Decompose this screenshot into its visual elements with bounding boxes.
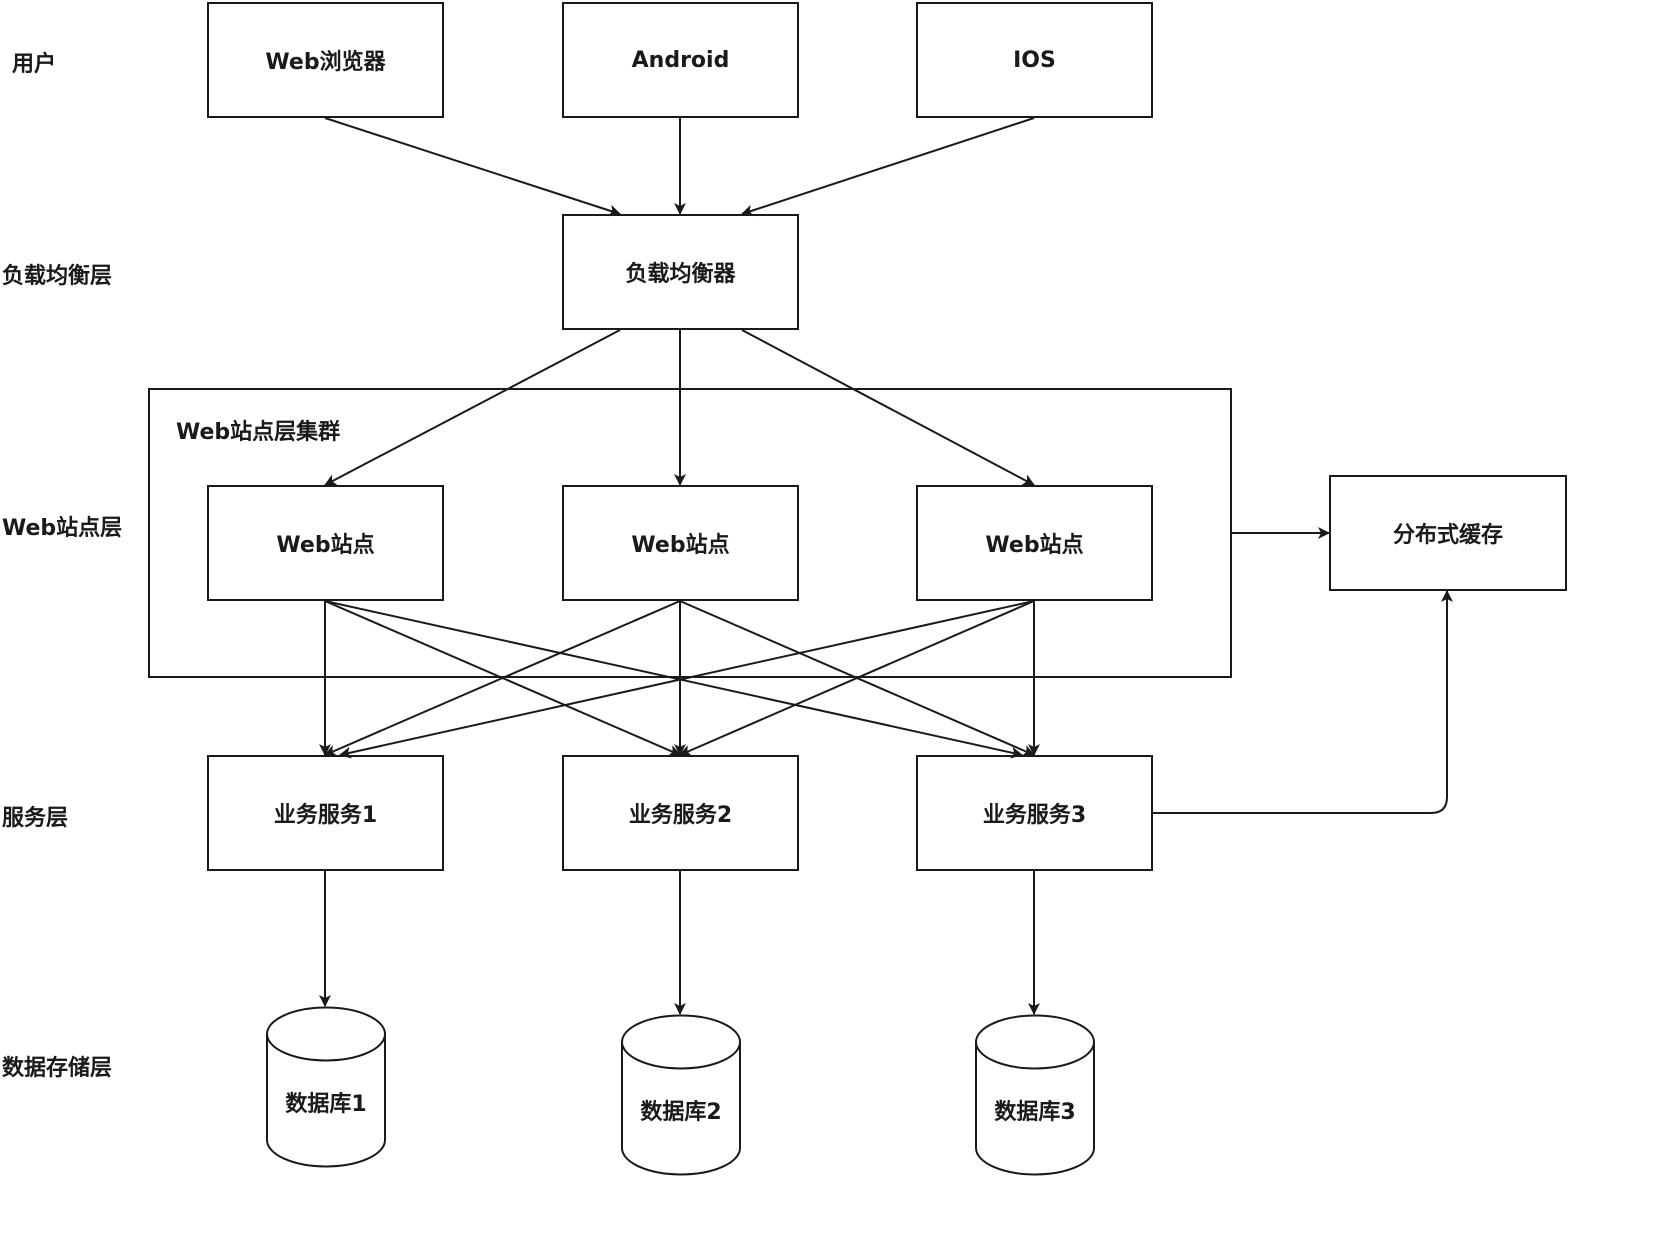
service-node-3[interactable]: 业务服务3 xyxy=(916,755,1153,871)
android-label: Android xyxy=(631,47,730,73)
database-label: 数据库3 xyxy=(994,1100,1076,1125)
distributed-cache-node[interactable]: 分布式缓存 xyxy=(1329,475,1567,591)
database-cylinder-icon xyxy=(621,1014,741,1176)
web-browser-label: Web浏览器 xyxy=(265,50,386,75)
layer-label-load-balancing: 负载均衡层 xyxy=(2,264,113,289)
web-site-node-3[interactable]: Web站点 xyxy=(916,485,1153,601)
distributed-cache-label: 分布式缓存 xyxy=(1392,523,1503,548)
layer-label-web: Web站点层 xyxy=(2,516,123,541)
database-node-1[interactable]: 数据库1 xyxy=(266,1006,386,1168)
edge-ios-to-load-balancer xyxy=(741,117,1035,217)
web-site-node-1[interactable]: Web站点 xyxy=(207,485,444,601)
web-browser-node[interactable]: Web浏览器 xyxy=(207,2,444,118)
load-balancer-node[interactable]: 负载均衡器 xyxy=(562,214,799,330)
web-site-label: Web站点 xyxy=(985,533,1084,558)
web-site-label: Web站点 xyxy=(276,533,375,558)
ios-node[interactable]: IOS xyxy=(916,2,1153,118)
service-label: 业务服务1 xyxy=(273,803,378,828)
database-cylinder-icon xyxy=(975,1014,1095,1176)
load-balancer-label: 负载均衡器 xyxy=(625,262,736,287)
layer-label-service: 服务层 xyxy=(2,806,69,831)
service-node-1[interactable]: 业务服务1 xyxy=(207,755,444,871)
database-node-3[interactable]: 数据库3 xyxy=(975,1014,1095,1176)
database-node-2[interactable]: 数据库2 xyxy=(621,1014,741,1176)
database-label: 数据库1 xyxy=(285,1092,367,1117)
service-label: 业务服务2 xyxy=(628,803,733,828)
database-label: 数据库2 xyxy=(640,1100,722,1125)
layer-label-users: 用户 xyxy=(12,52,57,77)
service-label: 业务服务3 xyxy=(982,803,1087,828)
layer-label-storage: 数据存储层 xyxy=(2,1056,113,1081)
edge-web-browser-to-load-balancer xyxy=(324,117,621,217)
ios-label: IOS xyxy=(1013,47,1056,73)
web-cluster-title: Web站点层集群 xyxy=(176,420,341,445)
web-site-label: Web站点 xyxy=(631,533,730,558)
service-node-2[interactable]: 业务服务2 xyxy=(562,755,799,871)
database-cylinder-icon xyxy=(266,1006,386,1168)
web-site-node-2[interactable]: Web站点 xyxy=(562,485,799,601)
android-node[interactable]: Android xyxy=(562,2,799,118)
